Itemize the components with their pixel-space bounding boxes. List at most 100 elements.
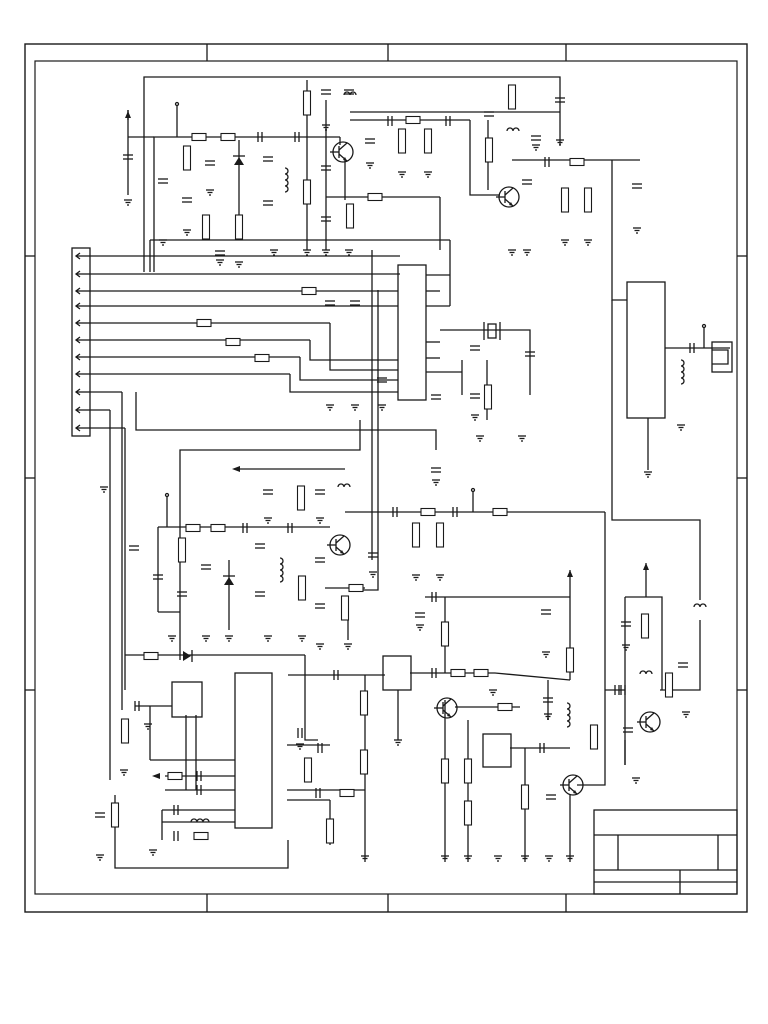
- resistor-icon: [507, 84, 517, 110]
- ground-icon: [378, 404, 386, 411]
- resistor-icon: [435, 522, 445, 548]
- resistor-icon: [185, 523, 201, 533]
- ground-icon: [494, 855, 502, 862]
- ic-icon: [482, 733, 512, 768]
- connector-pin-icon: [74, 424, 90, 432]
- capacitor-icon: [365, 138, 375, 144]
- ground-symbols: [96, 124, 690, 862]
- capacitor-icon: [263, 489, 273, 495]
- capacitor-icon: [620, 685, 626, 695]
- resistor-icon: [359, 690, 369, 716]
- capacitor-icon: [315, 489, 325, 495]
- resistor-icon: [191, 132, 207, 142]
- ground-icon: [345, 249, 353, 256]
- connector-pin-icon: [74, 287, 90, 295]
- resistor-icon: [440, 621, 450, 647]
- capacitor-icon: [317, 743, 323, 753]
- capacitor-icon: [431, 467, 441, 473]
- resistor-icon: [463, 758, 473, 784]
- resistor-icon: [423, 128, 433, 154]
- inductor-icon: [343, 91, 357, 96]
- ground-icon: [120, 769, 128, 776]
- resistor-icon: [405, 115, 421, 125]
- ground-icon: [632, 777, 640, 784]
- resistor-icon: [234, 214, 244, 240]
- transistor-icon: [637, 711, 661, 733]
- resistor-icon: [143, 651, 159, 661]
- inductors: [190, 91, 707, 823]
- ground-icon: [464, 855, 472, 862]
- inductor-icon: [639, 670, 653, 675]
- capacitor-icon: [123, 154, 133, 160]
- resistor-icon: [348, 583, 364, 593]
- capacitors: [95, 89, 695, 841]
- arrow-icon: [125, 110, 131, 120]
- capacitor-icon: [158, 178, 168, 184]
- capacitor-icon: [431, 394, 441, 400]
- resistor-icon: [303, 757, 313, 783]
- inductor-icon: [506, 127, 520, 132]
- resistor-icon: [589, 724, 599, 750]
- capacitor-icon: [325, 300, 335, 306]
- ground-icon: [369, 571, 377, 578]
- resistor-icon: [397, 128, 407, 154]
- ground-icon: [644, 471, 652, 478]
- capacitor-icon: [321, 89, 331, 95]
- ground-icon: [521, 855, 529, 862]
- resistor-icon: [167, 771, 183, 781]
- ground-icon: [183, 229, 191, 236]
- inductor-icon: [680, 359, 685, 385]
- drawing-frame: [24, 43, 748, 913]
- ground-icon: [622, 644, 630, 651]
- resistor-icon: [359, 749, 369, 775]
- capacitor-icon: [541, 609, 551, 615]
- ground-icon: [264, 635, 272, 642]
- connector-pins: [74, 252, 90, 432]
- capacitor-icon: [255, 543, 265, 549]
- capacitor-icon: [392, 507, 398, 517]
- arrow-icon: [152, 773, 160, 779]
- resistor-icon: [484, 137, 494, 163]
- capacitor-icon: [134, 701, 140, 711]
- capacitor-icon: [297, 728, 303, 738]
- ic-icon: [234, 672, 273, 829]
- ground-icon: [149, 849, 157, 856]
- capacitor-icon: [196, 771, 202, 781]
- ground-icon: [216, 259, 224, 266]
- capacitor-icon: [621, 621, 631, 627]
- resistor-icon: [440, 758, 450, 784]
- transistor-icon: [330, 141, 354, 163]
- resistor-icon: [254, 353, 270, 363]
- capacitor-icon: [555, 97, 565, 103]
- resistors: [110, 84, 674, 844]
- connector-pin-icon: [74, 302, 90, 310]
- arrow-icon: [567, 570, 573, 577]
- ground-icon: [270, 249, 278, 256]
- ground-icon: [206, 189, 214, 196]
- resistor-icon: [110, 802, 120, 828]
- diode-icon: [183, 650, 193, 662]
- capacitor-icon: [321, 165, 331, 171]
- ground-icon: [366, 162, 374, 169]
- capacitor-icon: [522, 179, 532, 185]
- capacitor-icon: [445, 116, 451, 126]
- capacitor-icon: [470, 345, 480, 351]
- ground-icon: [326, 404, 334, 411]
- resistor-icon: [345, 203, 355, 229]
- inductor-icon: [566, 702, 571, 728]
- capacitor-icon: [201, 564, 211, 570]
- ground-icon: [432, 479, 440, 486]
- resistor-icon: [196, 318, 212, 328]
- ground-icon: [633, 227, 641, 234]
- capacitor-icon: [129, 545, 139, 551]
- capacitor-icon: [350, 300, 360, 306]
- capacitor-icon: [173, 805, 179, 815]
- resistor-icon: [520, 784, 530, 810]
- resistor-icon: [225, 337, 241, 347]
- resistor-icon: [201, 214, 211, 240]
- resistor-icon: [664, 672, 674, 698]
- resistor-icon: [210, 523, 226, 533]
- ground-icon: [225, 635, 233, 642]
- resistor-icon: [182, 145, 192, 171]
- ground-icon: [316, 517, 324, 524]
